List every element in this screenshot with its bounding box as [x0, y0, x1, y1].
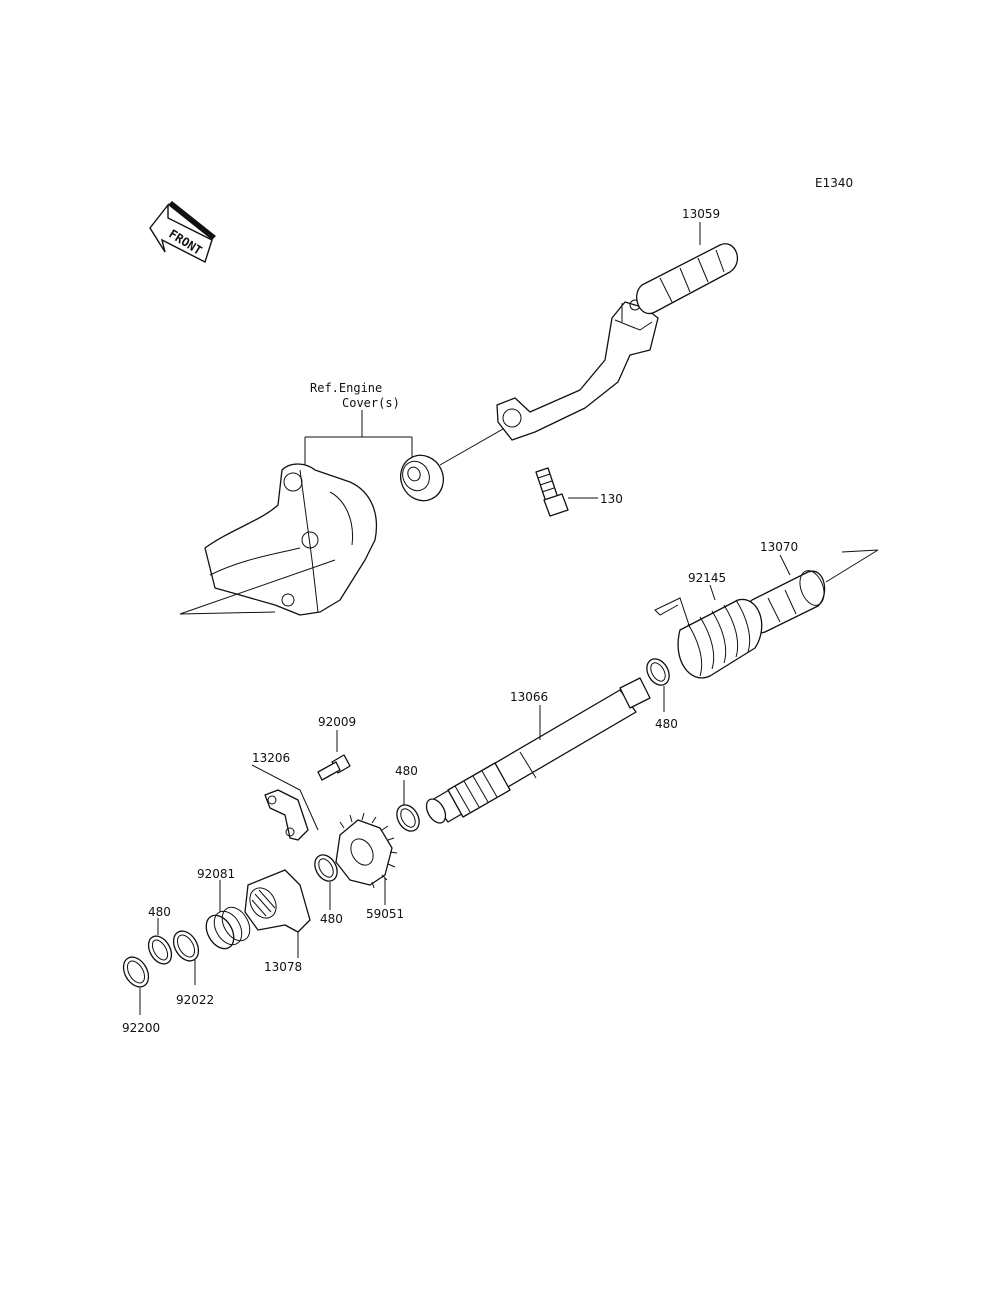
- label-92009: 92009: [318, 715, 356, 729]
- label-13206: 13206: [252, 751, 290, 765]
- ratchet: [244, 869, 311, 958]
- label-92200: 92200: [122, 1021, 160, 1035]
- washer-92022: [172, 930, 200, 985]
- label-59051: 59051: [366, 907, 404, 921]
- small-spring: [205, 880, 251, 950]
- circlip-mid: [396, 780, 420, 832]
- label-480-mid: 480: [395, 764, 418, 778]
- front-arrow-icon: FRONT: [149, 201, 216, 263]
- label-130: 130: [600, 492, 623, 506]
- label-13070: 13070: [760, 540, 798, 554]
- label-92022: 92022: [176, 993, 214, 1007]
- label-480-right: 480: [655, 717, 678, 731]
- bolt: [535, 467, 598, 517]
- circlip-left: [147, 918, 173, 965]
- kick-pedal: [496, 243, 739, 441]
- kick-gear: [335, 812, 398, 905]
- label-480-left: 480: [148, 905, 171, 919]
- label-480-gear: 480: [320, 912, 343, 926]
- kick-spring: [654, 584, 763, 679]
- washer-92200: [122, 956, 150, 1015]
- label-92081: 92081: [197, 867, 235, 881]
- diagram-code: E1340: [815, 176, 853, 190]
- screw: [317, 730, 351, 781]
- kick-shaft: [425, 677, 651, 824]
- oil-seal: [399, 424, 511, 502]
- label-13059: 13059: [682, 207, 720, 221]
- ref-note-line2: Cover(s): [342, 396, 400, 410]
- ref-note-bracket: [304, 410, 413, 470]
- engine-cover: [179, 463, 378, 616]
- label-13078: 13078: [264, 960, 302, 974]
- circlip-right: [646, 658, 670, 712]
- kick-guide: [745, 549, 879, 634]
- stopper-plate: [251, 764, 319, 841]
- label-92145: 92145: [688, 571, 726, 585]
- circlip-gear: [314, 854, 338, 910]
- label-13066: 13066: [510, 690, 548, 704]
- ref-note-line1: Ref.Engine: [310, 381, 382, 395]
